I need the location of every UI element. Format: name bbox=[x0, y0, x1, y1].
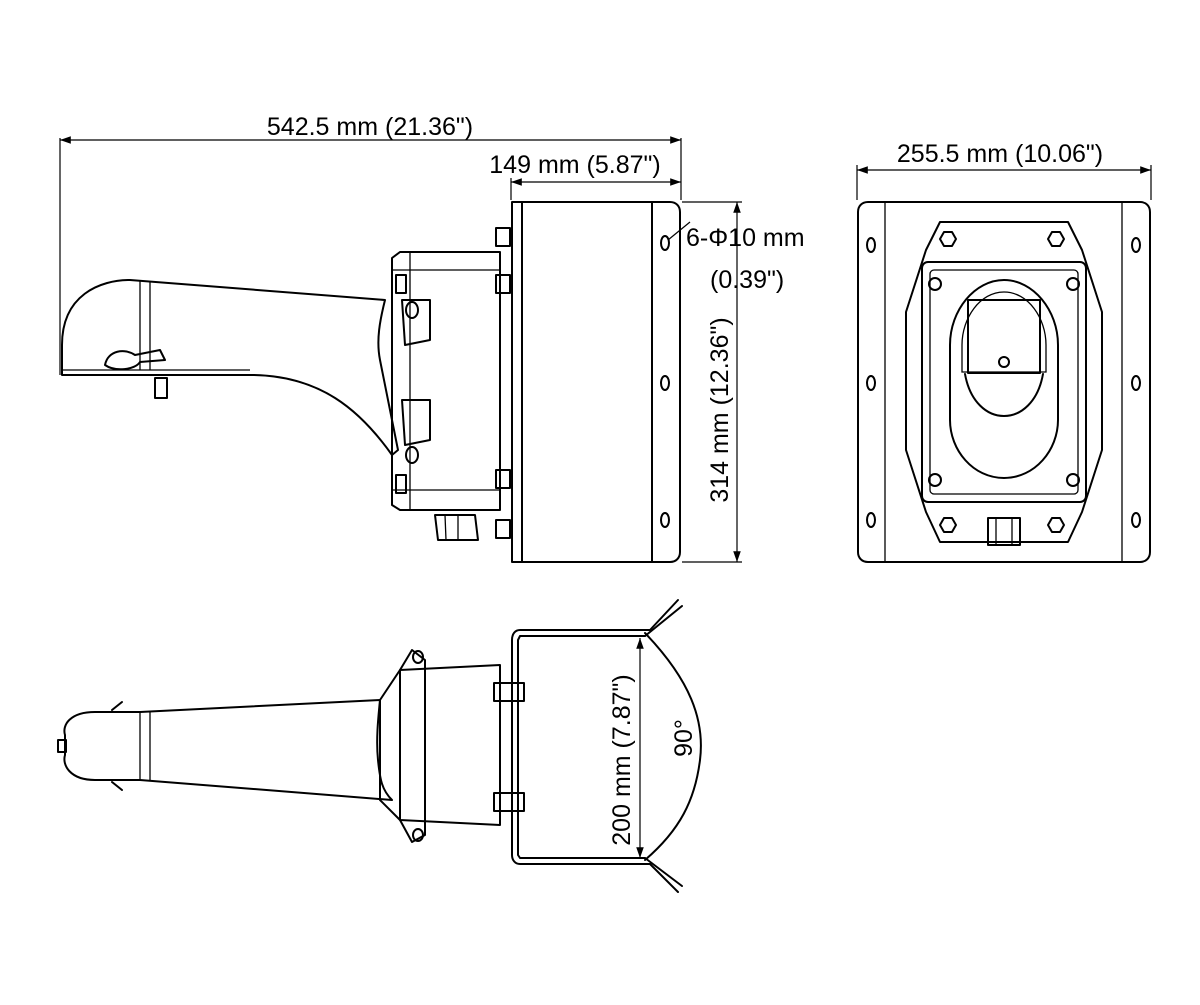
angle-label: 90° bbox=[670, 719, 698, 757]
front-view bbox=[857, 201, 1151, 563]
top-view bbox=[57, 599, 702, 893]
width-label: 255.5 mm (10.06") bbox=[897, 140, 1103, 168]
hole-spec-label-line2: (0.39") bbox=[710, 266, 784, 294]
dimension-lines-side bbox=[59, 136, 742, 563]
overall-length-label: 542.5 mm (21.36") bbox=[267, 113, 473, 141]
side-view bbox=[61, 201, 681, 563]
dimension-lines-front bbox=[856, 165, 1152, 200]
hole-spec-label-line1: 6-Φ10 mm bbox=[686, 224, 805, 252]
height-label: 314 mm (12.36") bbox=[706, 317, 734, 502]
pole-diameter-label: 200 mm (7.87") bbox=[608, 674, 636, 845]
box-depth-label: 149 mm (5.87") bbox=[489, 151, 660, 179]
